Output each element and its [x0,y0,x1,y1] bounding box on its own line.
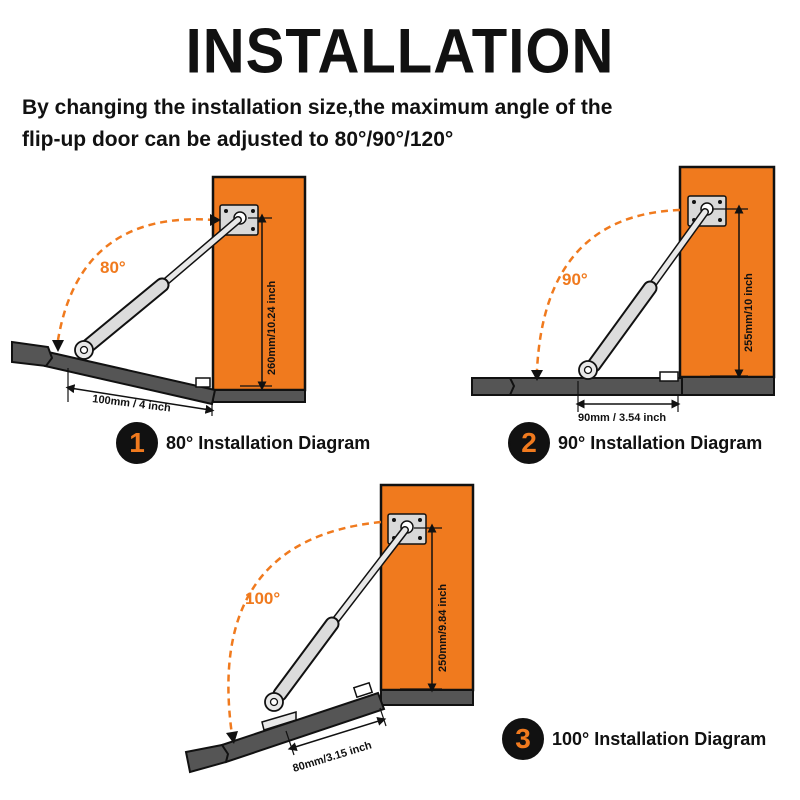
vertical-dim-label-1: 260mm/10.24 inch [266,281,278,375]
bottom-bracket-1 [74,340,94,360]
angle-arc-2 [535,208,681,371]
caption-1: 1 80° Installation Diagram [116,422,370,464]
subtitle-line-1: By changing the installation size,the ma… [22,96,613,119]
hinge-2 [659,371,679,382]
horizontal-dim-label-1: 100mm / 4 inch [92,393,172,415]
angle-arc-3 [227,520,382,736]
vertical-dim-label-2: 255mm/10 inch [743,273,755,352]
flip-door-2 [509,377,683,396]
door-tip-2 [471,377,516,396]
horizontal-dim-label-2: 90mm / 3.54 inch [578,412,666,424]
horizontal-dim-line-1 [65,384,215,414]
diagram-2: 90° 255mm/10 inch 90mm / 3.54 inch [471,165,776,424]
cabinet-bottom-3 [380,689,474,706]
door-tip-1 [11,340,54,368]
caption-2: 2 90° Installation Diagram [508,422,762,464]
bottom-bracket-2 [578,360,598,380]
step-badge-1: 1 [116,422,158,464]
subtitle-line-2: flip-up door can be adjusted to 80°/90°/… [22,128,454,151]
diagram-1: 80° 260mm/10.24 inch 100mm / 4 inch [11,175,307,416]
step-badge-2: 2 [508,422,550,464]
flip-door-1 [43,350,217,406]
cabinet-bottom-1 [212,389,306,403]
step-badge-3: 3 [502,718,544,760]
horizontal-dim-line-3 [287,717,387,751]
page-subtitle: By changing the installation size,the ma… [22,92,782,156]
diagram-3: 100° 250mm/9.84 inch 80mm/3.15 inch [184,483,475,775]
hinge-3 [352,681,374,699]
angle-label-2: 90° [562,270,588,289]
page-title: INSTALLATION [185,16,615,87]
angle-label-3: 100° [245,589,280,608]
vertical-dim-label-3: 250mm/9.84 inch [437,584,449,672]
hinge-1 [195,377,211,388]
caption-text-1: 80° Installation Diagram [166,432,371,453]
angle-label-1: 80° [100,258,126,277]
angle-arc-1 [56,218,216,341]
caption-3: 3 100° Installation Diagram [502,718,766,760]
caption-text-2: 90° Installation Diagram [558,432,763,453]
door-tip-3 [184,743,230,774]
caption-text-3: 100° Installation Diagram [552,728,767,749]
cabinet-bottom-2 [679,376,775,396]
